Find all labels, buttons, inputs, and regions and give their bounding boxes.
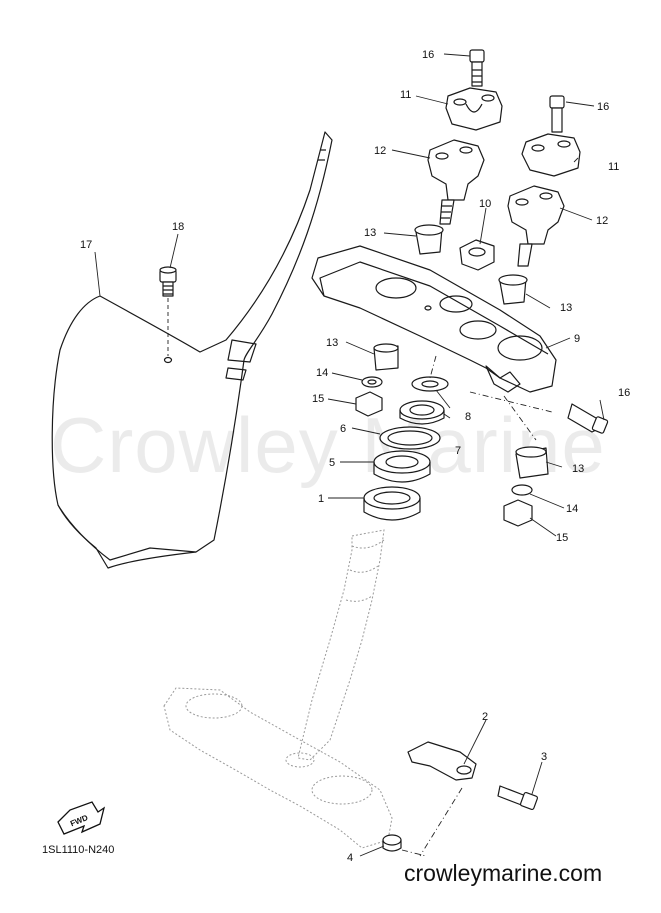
centerline-collar-right <box>401 849 427 857</box>
number-plate-part-17 <box>51 131 333 569</box>
under-bracket-ghost <box>163 687 393 849</box>
damper-part-13-a <box>414 224 444 255</box>
callout-14-left: 14 <box>316 367 328 379</box>
callout-12-left: 12 <box>374 145 386 157</box>
callout-1: 1 <box>318 493 324 505</box>
nut-part-15-right <box>503 499 533 527</box>
centerline-clamp-to-collar <box>419 787 463 857</box>
handlebar-holder-lower-part-12-left <box>427 139 485 225</box>
bearing-part-5 <box>373 450 431 483</box>
callout-3: 3 <box>541 751 547 763</box>
damper-part-13-b <box>498 274 528 305</box>
seal-part-6 <box>379 426 441 450</box>
bolt-part-16-right <box>567 403 609 434</box>
callout-7: 7 <box>455 445 461 457</box>
nut-part-10 <box>459 239 495 271</box>
bolt-part-16-top-right <box>549 95 565 133</box>
collar-part-4 <box>382 834 402 852</box>
callout-14-right: 14 <box>566 503 578 515</box>
callout-16-top: 16 <box>422 49 434 61</box>
watermark-text: Crowley Marine <box>50 401 606 489</box>
bolt-part-18 <box>159 266 177 356</box>
callout-12-right: 12 <box>596 215 608 227</box>
centerline-damper <box>429 355 437 379</box>
upper-bracket-part-9 <box>311 245 557 441</box>
fwd-arrow-icon: FWD <box>57 801 106 835</box>
washer-part-14-right <box>511 484 533 496</box>
bolt-part-16-top <box>469 49 485 87</box>
callout-18: 18 <box>172 221 184 233</box>
callout-13-b: 13 <box>560 302 572 314</box>
bearing-part-1 <box>363 486 421 521</box>
handlebar-holder-upper-part-11-left <box>445 87 503 131</box>
steering-stem-ghost <box>297 529 385 761</box>
damper-part-13-c <box>373 343 399 371</box>
callout-17: 17 <box>80 239 92 251</box>
callout-11-left: 11 <box>400 89 411 101</box>
callout-15-left: 15 <box>312 393 324 405</box>
leader-lines <box>94 53 605 857</box>
callout-9: 9 <box>574 333 580 345</box>
callout-labels: 16 11 16 12 11 10 12 18 13 17 13 9 13 14… <box>80 49 630 864</box>
callout-16-right-top: 16 <box>597 101 609 113</box>
callout-11-right: 11 <box>608 161 619 173</box>
washer-part-8 <box>411 376 449 392</box>
site-url-link[interactable]: crowleymarine.com <box>404 860 603 886</box>
nut-part-15-left <box>355 391 383 417</box>
diagram-code: 1SL1110-N240 <box>42 844 115 856</box>
damper-part-13-d <box>515 446 549 479</box>
handlebar-holder-lower-part-12-right <box>507 185 565 267</box>
callout-4: 4 <box>347 852 353 864</box>
handlebar-holder-upper-part-11-right <box>521 133 581 177</box>
callout-13-c: 13 <box>326 337 338 349</box>
callout-15-right: 15 <box>556 532 568 544</box>
washer-part-14-left <box>361 376 383 388</box>
callout-8: 8 <box>465 411 471 423</box>
bolt-part-3 <box>497 785 539 811</box>
callout-6: 6 <box>340 423 346 435</box>
callout-2: 2 <box>482 711 488 723</box>
callout-5: 5 <box>329 457 335 469</box>
cable-guide-part-2 <box>407 741 477 781</box>
callout-13-d: 13 <box>572 463 584 475</box>
callout-16-right: 16 <box>618 387 630 399</box>
callout-10: 10 <box>479 198 491 210</box>
callout-13-a: 13 <box>364 227 376 239</box>
ring-nut-part-7 <box>399 400 445 425</box>
